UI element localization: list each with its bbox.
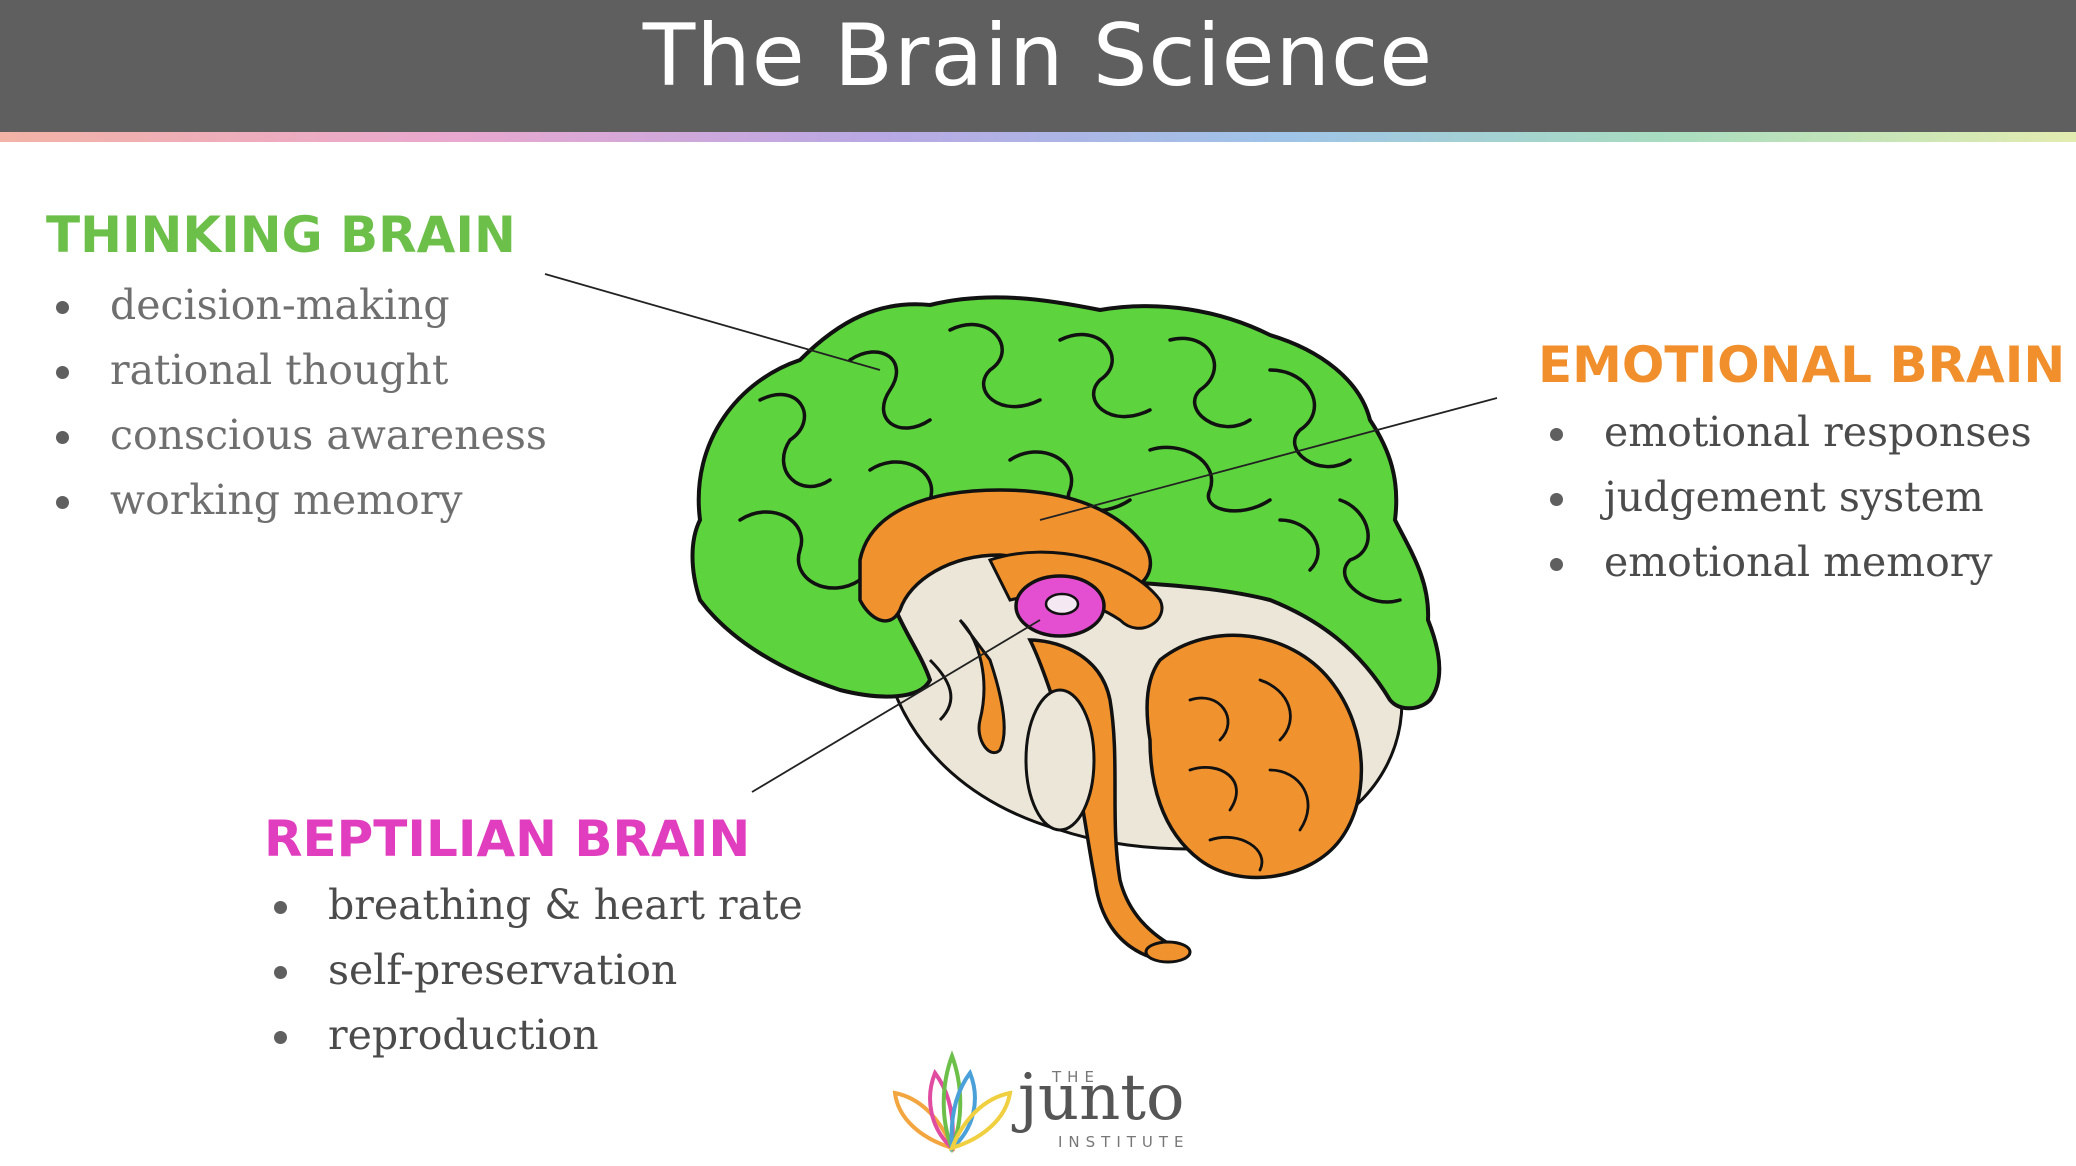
thinking-brain-leader [544,273,881,371]
emotional-brain-list: emotional responses judgement system emo… [1546,400,2032,595]
title-bar-gradient-stripe [0,132,2076,142]
list-item: breathing & heart rate [270,873,803,938]
list-item: emotional memory [1546,530,2032,595]
lotus-logo-icon [892,1050,1013,1154]
reptilian-brain-list: breathing & heart rate self-preservation… [270,873,803,1068]
thinking-brain-list: decision-making rational thought conscio… [52,273,547,533]
list-item: emotional responses [1546,400,2032,465]
title-bar [0,0,2076,132]
list-item: reproduction [270,1003,803,1068]
list-item: working memory [52,468,547,533]
page-title: The Brain Science [642,6,1434,106]
emotional-brain-leader [1039,397,1498,521]
reptilian-brain-leader [751,619,1041,793]
list-item: decision-making [52,273,547,338]
logo-the: THE [1052,1068,1100,1086]
thinking-brain-title: THINKING BRAIN [46,206,516,264]
logo-wordmark: junto [1018,1061,1185,1135]
list-item: self-preservation [270,938,803,1003]
reptilian-brain-title: REPTILIAN BRAIN [264,810,751,868]
logo-institute: INSTITUTE [1058,1133,1190,1151]
list-item: conscious awareness [52,403,547,468]
emotional-brain-title: EMOTIONAL BRAIN [1538,336,2066,394]
list-item: judgement system [1546,465,2032,530]
list-item: rational thought [52,338,547,403]
